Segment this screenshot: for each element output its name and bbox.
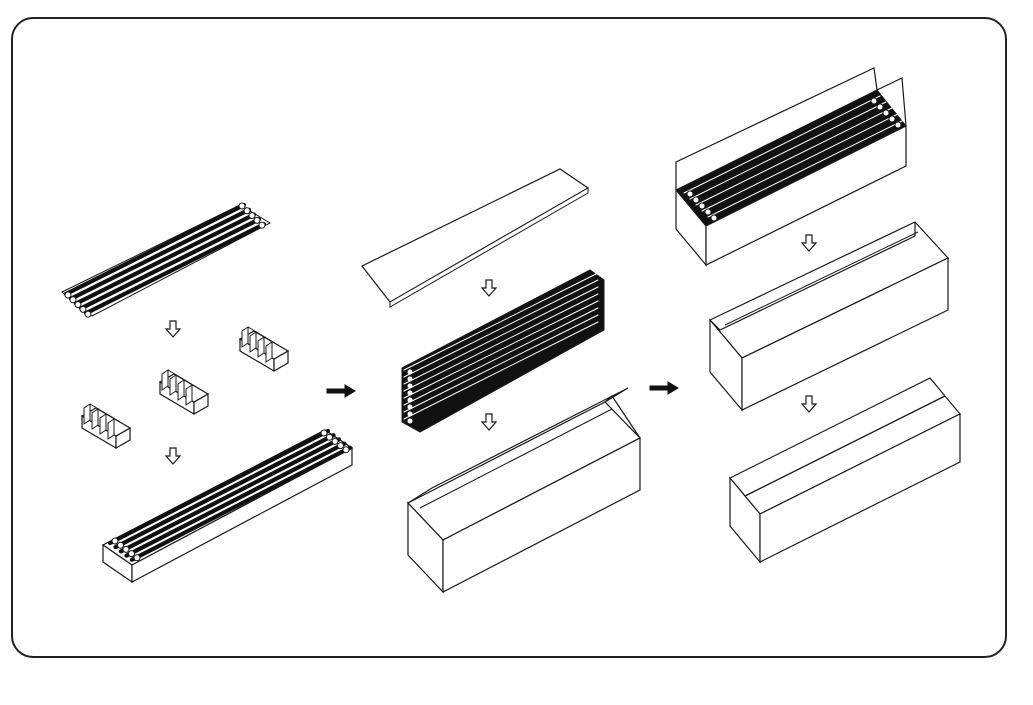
box-tube-end xyxy=(889,116,895,122)
box-tube-end xyxy=(687,191,693,197)
tray-tube-end-right xyxy=(338,443,344,449)
tray-tube-end-left xyxy=(134,555,140,561)
tube-end-right xyxy=(239,203,245,209)
tray-tube-end-right xyxy=(327,434,333,440)
cardboard-sheet xyxy=(362,169,588,307)
tray-tube-end-left xyxy=(118,542,124,548)
tray-tube xyxy=(121,439,339,551)
stack-tube-end xyxy=(407,418,413,424)
end-cap-holder-center xyxy=(160,370,208,414)
box-tube-end xyxy=(877,104,883,110)
down-arrow-3 xyxy=(482,280,496,296)
tray-tube-end-left xyxy=(112,538,118,544)
tube-end-right xyxy=(259,222,265,228)
tube xyxy=(81,219,259,308)
box-tube-end xyxy=(711,215,717,221)
down-arrow-6 xyxy=(802,396,816,412)
down-arrow-5 xyxy=(802,235,816,251)
tube xyxy=(76,215,254,304)
right-arrow-1 xyxy=(327,385,355,397)
tubes-in-holders xyxy=(103,430,352,582)
down-arrow-1 xyxy=(166,321,180,337)
tube-end-left xyxy=(85,311,91,317)
tray-tube xyxy=(132,448,350,560)
right-arrow-2 xyxy=(650,382,678,394)
down-arrow-4 xyxy=(482,414,496,430)
box-tube-end xyxy=(693,197,699,203)
box-tube-end xyxy=(895,122,901,128)
tray-tube-end-left xyxy=(129,551,135,557)
tray-tube xyxy=(127,444,345,556)
tube-end-right xyxy=(244,208,250,214)
flaps-folding xyxy=(710,222,948,410)
tray-tube-end-right xyxy=(321,430,327,436)
end-cap-holder-left xyxy=(82,404,130,448)
stacked-bundles xyxy=(402,270,604,432)
filled-open-box xyxy=(676,68,906,265)
box-tube-end xyxy=(699,203,705,209)
box-tube-end xyxy=(705,209,711,215)
down-arrow-2 xyxy=(166,448,180,464)
end-cap-holder-right xyxy=(240,327,288,371)
tube-end-right xyxy=(254,217,260,223)
tube-end-right xyxy=(249,213,255,219)
box-tube-end xyxy=(871,98,877,104)
tray-tube-end-right xyxy=(343,447,349,453)
tube-bundle xyxy=(62,203,270,317)
tray-tube-end-right xyxy=(332,438,338,444)
box-tube-end xyxy=(883,110,889,116)
tray-tube-end-left xyxy=(123,546,129,552)
tube xyxy=(71,210,249,299)
closed-box xyxy=(730,378,960,562)
